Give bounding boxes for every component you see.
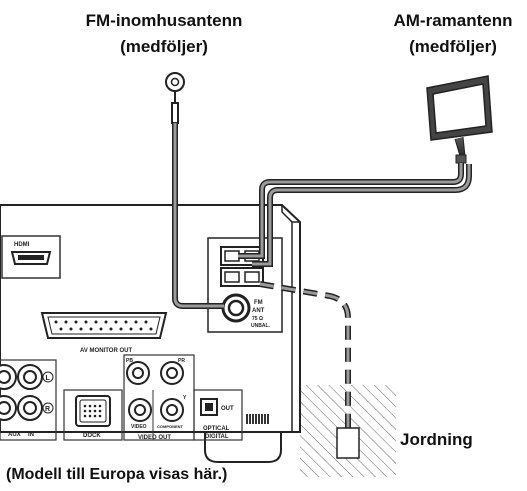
- dock-label: DOCK: [83, 433, 101, 439]
- aux-l-label: L: [46, 375, 51, 382]
- fm-antenna: [165, 72, 224, 309]
- dock-port: DOCK: [63, 389, 123, 441]
- unbal-label: UNBAL.: [251, 323, 270, 329]
- aux-r-label: R: [45, 406, 50, 413]
- am-antenna-label-line2: (medföljer): [409, 37, 497, 56]
- ant-terminal-label: ANT: [252, 308, 265, 314]
- pr-label: PR: [178, 358, 185, 364]
- fm-antenna-label: FM-inomhusantenn (medföljer): [66, 8, 262, 60]
- footer-caption: (Modell till Europa visas här.): [6, 466, 228, 483]
- fm-terminal-label: FM: [254, 300, 263, 306]
- pb-label: PB: [126, 358, 133, 364]
- ohm-label: 75 Ω: [252, 316, 263, 322]
- am-antenna-label-line1: AM-ramantenn: [393, 11, 513, 30]
- y-label: Y: [183, 395, 187, 401]
- hdmi-label: HDMI: [14, 242, 30, 248]
- optical-out-label: OUT: [221, 406, 234, 412]
- aux-inputs: L R AUX IN: [0, 359, 57, 441]
- hdmi-port: HDMI: [1, 235, 61, 279]
- aux-label: AUX: [8, 432, 21, 438]
- scart-port: AV MONITOR OUT: [40, 312, 168, 354]
- component-label: COMPONENT: [157, 424, 184, 429]
- optical-out-block: OUT OPTICAL DIGITAL: [193, 389, 269, 441]
- ground-label: Jordning: [400, 430, 473, 449]
- digital-label: DIGITAL: [205, 434, 229, 440]
- av-monitor-out-label: AV MONITOR OUT: [80, 348, 132, 354]
- am-antenna-label: AM-ramantenn (medföljer): [382, 8, 524, 60]
- optical-label: OPTICAL: [203, 426, 230, 432]
- ground-wire: [259, 281, 360, 459]
- video-out-label: VIDEO OUT: [138, 435, 171, 441]
- fm-antenna-label-line1: FM-inomhusantenn: [85, 11, 243, 30]
- am-antenna: [238, 75, 493, 267]
- in-label: IN: [28, 432, 34, 438]
- video-out-block: PB PR Y VIDEO COMPONENT VIDEO OUT: [123, 354, 195, 441]
- video-label: VIDEO: [131, 424, 147, 430]
- fm-antenna-label-line2: (medföljer): [120, 37, 208, 56]
